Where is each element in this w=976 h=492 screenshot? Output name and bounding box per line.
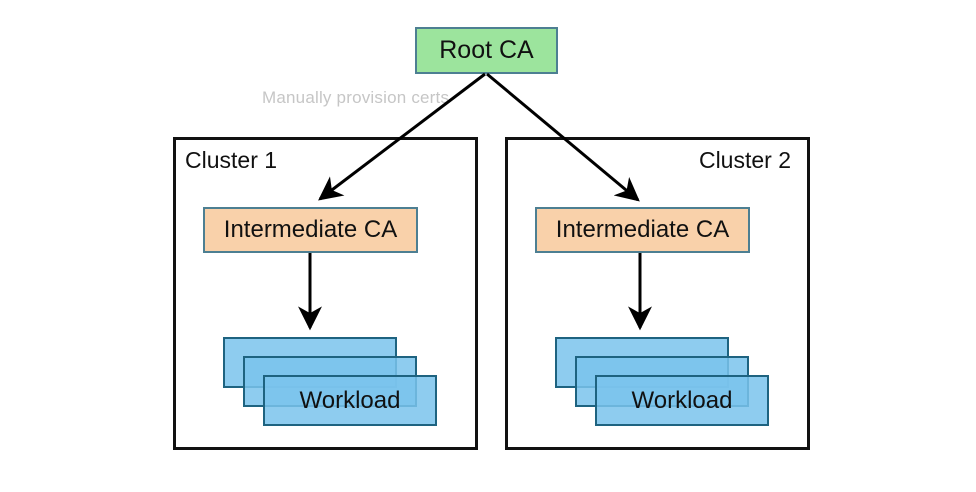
cluster-2-workload-label: Workload xyxy=(631,386,733,414)
cluster-2-intermediate-ca-box: Intermediate CA xyxy=(535,207,750,253)
cluster-1-box: Cluster 1 Intermediate CA Workload xyxy=(173,137,478,450)
cluster-1-label: Cluster 1 xyxy=(185,147,278,173)
cluster-2-label: Cluster 2 xyxy=(698,147,791,173)
cluster-2-box: Cluster 2 Intermediate CA Workload xyxy=(505,137,810,450)
cluster-1-workload-label: Workload xyxy=(299,386,401,414)
root-ca-box: Root CA xyxy=(415,27,558,74)
cluster-1-intermediate-ca-box: Intermediate CA xyxy=(203,207,418,253)
cluster-1-intermediate-ca-label: Intermediate CA xyxy=(223,216,398,243)
root-ca-label: Root CA xyxy=(439,36,534,64)
provision-certs-note: Manually provision certs xyxy=(262,88,450,107)
cluster-1-workload-box-front: Workload xyxy=(263,375,437,426)
cluster-2-intermediate-ca-label: Intermediate CA xyxy=(555,216,730,243)
cluster-2-workload-box-front: Workload xyxy=(595,375,769,426)
